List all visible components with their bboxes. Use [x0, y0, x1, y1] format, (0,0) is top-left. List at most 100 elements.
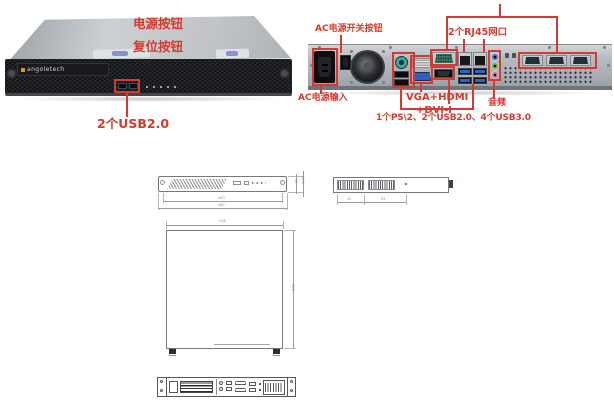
brand-logo-text: angoletech [27, 66, 65, 73]
rear-drawing-dot [259, 383, 261, 385]
front-view-screw-left [160, 180, 165, 185]
cooling-fan [350, 50, 385, 84]
ext-line [163, 193, 164, 203]
usb3-port-4-tongue [475, 79, 485, 82]
front-view-led-dots [252, 182, 266, 184]
com-highlight-box [518, 52, 597, 69]
rear-drawing-ac-inlet [169, 381, 178, 393]
serial-highlight-box [430, 49, 458, 66]
rear-screw [607, 64, 610, 67]
side-view-rear-nub [449, 180, 453, 188]
fan-screw [382, 50, 385, 53]
hdmi-port-inner [437, 71, 450, 76]
serial-port [435, 54, 453, 63]
com-bracket-left-leg [446, 16, 448, 50]
audio-jack-lineout [491, 62, 499, 70]
audio-label: 音频 [488, 98, 507, 108]
ear-hole [290, 389, 293, 392]
com-bracket-top [446, 16, 558, 18]
fan-screw [382, 81, 385, 84]
dim-line-side-2 [364, 202, 406, 203]
rear-drawing-usb [226, 387, 232, 391]
rear-drawing-usb [226, 381, 232, 385]
front-view-port-mark-1 [233, 181, 241, 185]
ac-input-pointer-line [320, 86, 322, 94]
rear-bottom-edge [308, 86, 612, 90]
dim-line-inner-width [163, 201, 283, 202]
video-label-line2: +DVI-I [416, 105, 453, 116]
side-view-vent-hatch-1 [337, 180, 364, 190]
ear-hole [160, 389, 163, 392]
front-bottom-edge [5, 93, 292, 96]
ac-input-label: AC电源输入 [298, 93, 348, 103]
ext-line [284, 348, 296, 349]
dim-line-height [296, 174, 297, 194]
com-bracket-right-leg [556, 16, 558, 52]
rear-drawing-port [249, 388, 256, 392]
side-view-vent-hatch-2 [368, 180, 395, 190]
reset-button-label: 复位按钮 [133, 39, 184, 54]
front-thumbscrew-right [279, 68, 290, 79]
io-label: 1个PS\2、2个USB2.0、4个USB3.0 [376, 113, 531, 123]
dim-label-side-2: 92 [381, 197, 386, 201]
rear-shadow [313, 90, 609, 96]
rear-screw [548, 46, 551, 49]
rear-drawing-ear-divider-left [166, 377, 167, 397]
audio-pointer-line [493, 81, 495, 98]
front-usb-pointer-line [126, 93, 128, 117]
front-thumbscrew-left [6, 68, 17, 79]
dim-line-height-total [303, 171, 304, 197]
antenna-hole [512, 53, 516, 58]
ps2-usb-highlight-box [392, 52, 415, 88]
hdmi-highlight-box [431, 66, 455, 80]
ext-line [287, 193, 288, 210]
top-view-foot-mark-right [273, 355, 280, 356]
ext-line [283, 221, 284, 229]
front-usb-port-1 [118, 83, 127, 89]
top-view-foot-left [169, 349, 176, 354]
ext-line [284, 230, 296, 231]
rear-screw [455, 46, 458, 49]
dim-label-outer-width: 482 [218, 203, 225, 207]
usb3-port-2-tongue [475, 70, 485, 73]
rear-screw [318, 46, 321, 49]
dim-line-top-width [166, 225, 283, 226]
ext-line [282, 193, 283, 203]
power-switch-rocker [343, 58, 348, 67]
side-view-center-mark [405, 183, 407, 185]
dim-label-top-depth: 452 [291, 284, 295, 291]
io-bracket-bottom [400, 108, 474, 110]
dim-label-inner-width: 440 [218, 196, 225, 200]
front-view-port-mark-2 [244, 181, 249, 185]
brand-logo-icon [21, 67, 25, 72]
audio-highlight-box [488, 50, 501, 81]
rj45-port-1-jack [460, 56, 470, 65]
rear-usb2-port-1 [394, 71, 409, 78]
rj45-port-2-jack [475, 56, 485, 65]
rear-drawing-vga [235, 381, 246, 385]
front-usb-label: 2个USB2.0 [97, 116, 170, 131]
dim-line-side-1 [337, 202, 364, 203]
fan-hub [363, 62, 372, 71]
front-indicator-leds [146, 86, 178, 88]
dim-line-outer-width [158, 208, 287, 209]
top-view-inner-line [214, 344, 270, 345]
rj45-leg-1 [463, 39, 465, 52]
dim-label-height: 44 [294, 179, 298, 184]
audio-jack-linein [491, 53, 499, 61]
top-view-foot-right [273, 349, 280, 354]
rj45-label: 2个RJ45网口 [448, 27, 508, 38]
top-view-foot-mark-left [169, 355, 176, 356]
rear-drawing-ps2 [219, 387, 223, 391]
rear-drawing-divider [216, 379, 217, 395]
front-usb-highlight-box [114, 79, 140, 93]
com-port-2 [549, 57, 564, 64]
top-view-outline [166, 230, 283, 349]
io-bracket-left-leg [400, 88, 402, 109]
top-sticker-left-mark [112, 51, 128, 56]
usb3-port-3-tongue [460, 79, 470, 82]
com-port-3 [573, 57, 588, 64]
rear-drawing-ear-divider-right [287, 377, 288, 397]
com-port-1 [525, 57, 540, 64]
front-usb-port-2 [129, 83, 138, 89]
